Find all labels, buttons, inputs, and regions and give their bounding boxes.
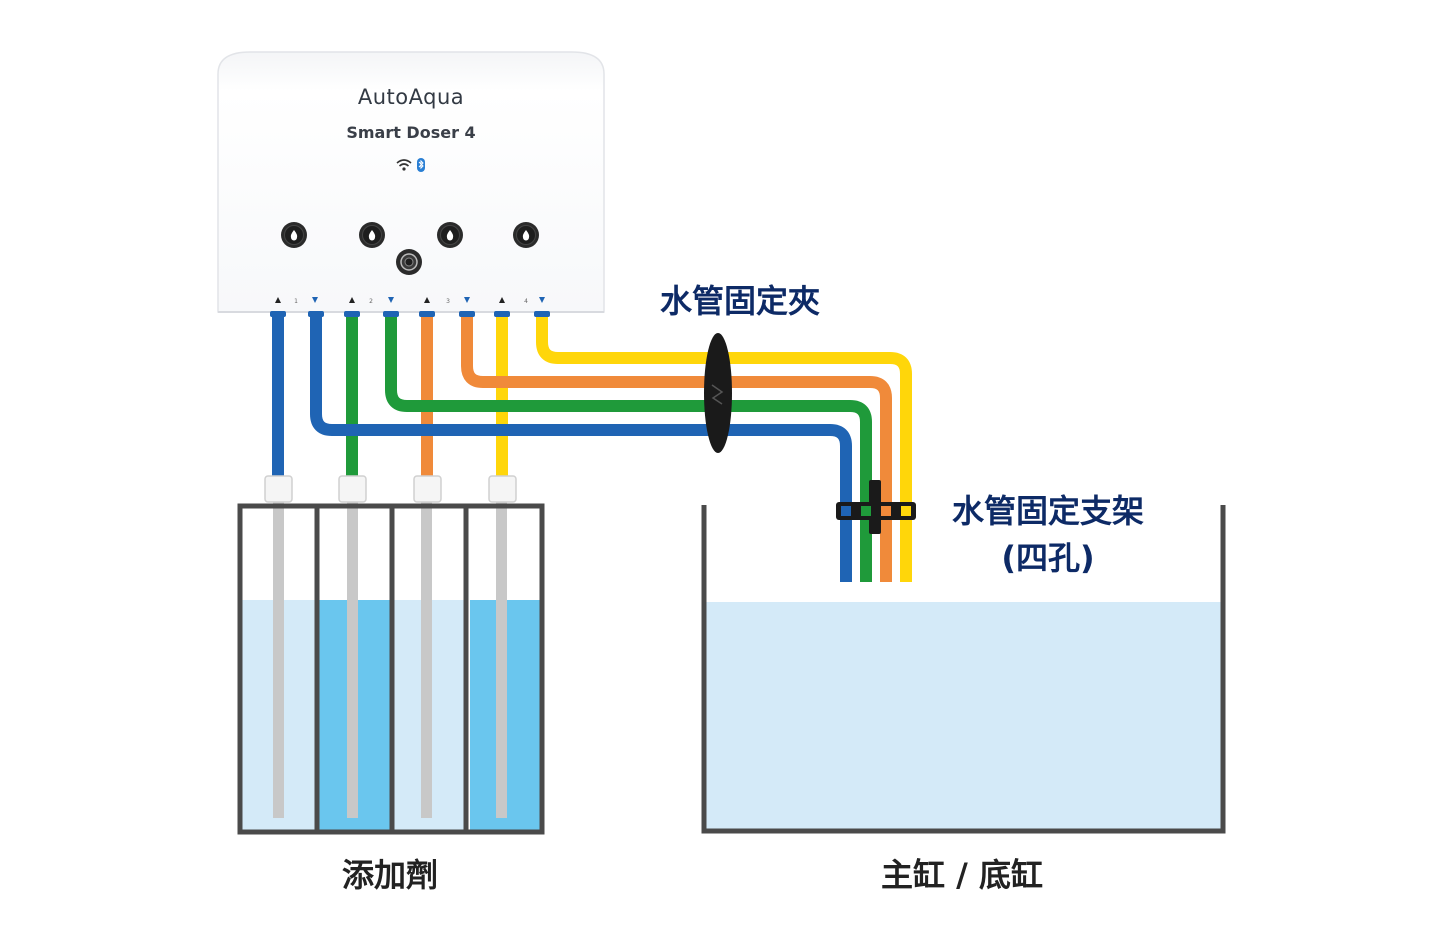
intake-tube-1: [273, 500, 284, 818]
device-model: Smart Doser 4: [346, 123, 475, 142]
inlet-arrow-icon: [275, 297, 281, 303]
smart-doser-device: AutoAqua Smart Doser 4: [217, 51, 605, 317]
fitting-4: [488, 475, 517, 503]
tube-holder-slot-2: [861, 506, 871, 516]
intake-tube-4: [496, 500, 507, 818]
tube-3-output: [461, 312, 892, 582]
pump-button-1[interactable]: [281, 222, 307, 248]
main-tank-outline: [701, 505, 1226, 834]
fitting-2: [338, 475, 367, 503]
drop-icon: [290, 230, 298, 241]
tube-holder-slot-1: [841, 506, 851, 516]
label-additives: 添加劑: [342, 856, 438, 894]
port-markers: 1 2 3 4: [275, 297, 545, 305]
main-tank: [701, 505, 1226, 834]
port-number-2: 2: [369, 298, 373, 305]
tube-holder-bar: [836, 502, 916, 520]
fittings: [264, 475, 517, 503]
drop-icon: [368, 230, 376, 241]
inlet-arrow-icon: [424, 297, 430, 303]
main-tank-water: [706, 602, 1222, 830]
port-number-4: 4: [524, 298, 528, 305]
tube-holder-slot-3: [881, 506, 891, 516]
wifi-icon: [396, 159, 412, 171]
pump-button-2[interactable]: [359, 222, 385, 248]
pump-button-3[interactable]: [437, 222, 463, 248]
fitting-3: [413, 475, 442, 503]
label-tube-holder: 水管固定支架: [952, 492, 1144, 530]
tubes: [272, 312, 912, 582]
drop-icon: [446, 230, 454, 241]
device-body: [217, 51, 605, 313]
tube-2-output: [385, 312, 872, 582]
center-button[interactable]: [396, 249, 422, 275]
label-tube-clip: 水管固定夾: [660, 282, 820, 320]
intake-tube-3: [421, 500, 432, 818]
outlet-arrow-icon: [539, 297, 545, 303]
tube-clip: [704, 333, 732, 453]
label-main-tank: 主缸 / 底缸: [881, 856, 1043, 894]
pump-button-4[interactable]: [513, 222, 539, 248]
outlet-arrow-icon: [388, 297, 394, 303]
port-number-1: 1: [294, 298, 298, 305]
tube-clip-mark: [711, 384, 724, 405]
port-number-3: 3: [446, 298, 450, 305]
device-connectors: [270, 311, 550, 317]
label-tube-holder-sub: (四孔): [1001, 539, 1094, 577]
inlet-arrow-icon: [499, 297, 505, 303]
inlet-arrow-icon: [349, 297, 355, 303]
device-brand: AutoAqua: [358, 85, 464, 109]
outlet-arrow-icon: [464, 297, 470, 303]
drop-icon: [522, 230, 530, 241]
additive-containers: [237, 500, 545, 835]
tube-holder-slot-4: [901, 506, 911, 516]
tube-clip-body: [704, 333, 732, 453]
tube-1-output: [310, 312, 852, 582]
bluetooth-icon: [417, 158, 425, 172]
intake-tube-2: [347, 500, 358, 818]
fitting-1: [264, 475, 293, 503]
outlet-arrow-icon: [312, 297, 318, 303]
tube-holder: [836, 480, 916, 534]
